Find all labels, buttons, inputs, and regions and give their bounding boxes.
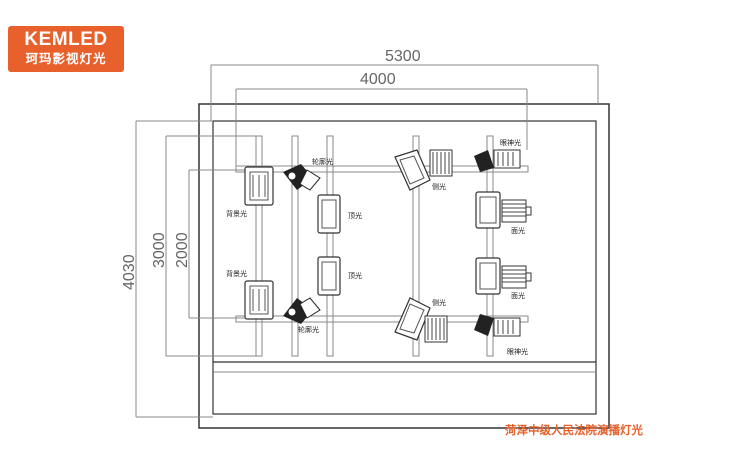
width-dimension-5300: 5300 <box>210 48 599 121</box>
contour-light-fixture-top <box>283 164 321 191</box>
face-light-fixture-1 <box>475 191 532 229</box>
backlight-fixture-bottom <box>244 280 274 320</box>
dimension-4000-label: 4000 <box>360 71 396 88</box>
height-dimension-4030: 4030 <box>121 120 213 418</box>
eye-light-fixture-bottom <box>474 314 521 337</box>
width-dimension-4000: 4000 <box>235 71 528 170</box>
toplight-fixture-2 <box>317 256 341 296</box>
backlight-label-top: 背景光 <box>226 209 247 218</box>
dimension-4030-label: 4030 <box>121 254 138 290</box>
eye-light-label-top: 眼神光 <box>500 138 521 147</box>
caption-text: 菏泽中级人民法院演播灯光 <box>505 423 643 437</box>
eye-light-label-bottom: 眼神光 <box>507 347 528 356</box>
contour-light-label-bottom: 轮廓光 <box>298 325 319 334</box>
logo-subtitle: 珂玛影视灯光 <box>25 51 107 66</box>
kemled-logo: KEMLED 珂玛影视灯光 <box>8 26 124 72</box>
inner-room-outline <box>212 120 597 415</box>
height-dimension-3000: 3000 <box>151 135 262 357</box>
lighting-grid <box>235 135 529 357</box>
face-light-label-2: 面光 <box>511 291 525 300</box>
toplight-fixture-1 <box>317 194 341 234</box>
face-light-fixture-2 <box>475 257 532 295</box>
side-light-fixture-top <box>394 149 453 191</box>
dimension-5300-label: 5300 <box>385 48 421 65</box>
contour-light-fixture-bottom <box>283 297 321 324</box>
contour-light-label-top: 轮廓光 <box>312 157 333 166</box>
logo-brand: KEMLED <box>24 29 108 50</box>
backlight-label-bottom: 背景光 <box>226 269 247 278</box>
dimension-2000-label: 2000 <box>174 232 191 268</box>
outer-room-outline <box>198 103 610 429</box>
toplight-label-1: 顶光 <box>348 211 362 220</box>
side-light-label-bottom: 侧光 <box>432 298 446 307</box>
dimension-3000-label: 3000 <box>151 232 168 268</box>
eye-light-fixture-top <box>474 149 521 172</box>
side-light-fixture-bottom <box>394 297 448 343</box>
toplight-label-2: 顶光 <box>348 271 362 280</box>
face-light-label-1: 面光 <box>511 226 525 235</box>
side-light-label-top: 侧光 <box>432 182 446 191</box>
backlight-fixture-top <box>244 166 274 206</box>
